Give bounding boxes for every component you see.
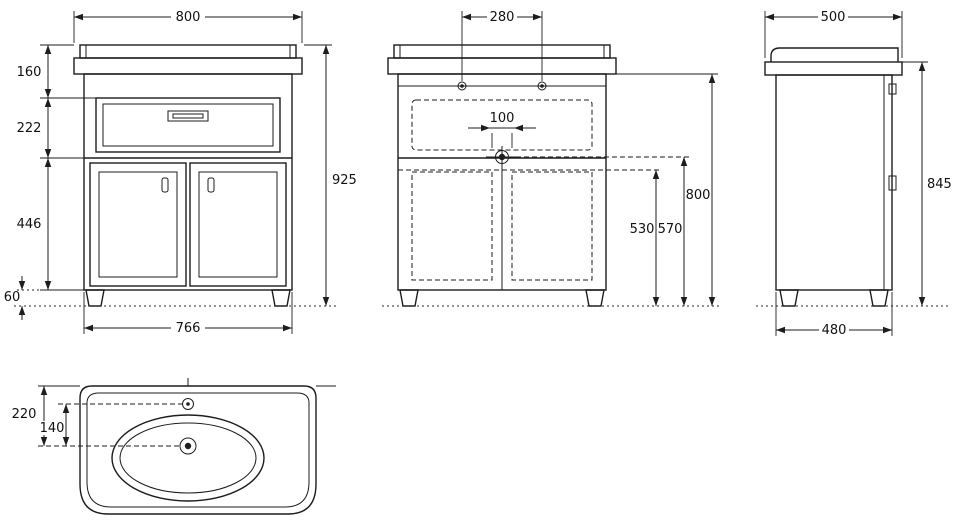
dim-front-basin-height: 160 [17, 65, 42, 80]
dim-plan-bowl-depth: 220 [12, 407, 37, 422]
cutout-countertop [387, 57, 617, 75]
dim-side-height: 845 [927, 177, 952, 192]
side-hinge-top [888, 83, 897, 95]
basin-inner-rim [86, 392, 310, 508]
dim-waste-offset: 100 [490, 111, 515, 126]
basin-bowl-outer [111, 414, 265, 502]
waste-hole-plan [179, 437, 197, 455]
cutout-elevation-view [382, 44, 722, 307]
right-door-handle [207, 177, 215, 193]
right-door-hidden-panel [511, 171, 593, 281]
side-countertop [764, 61, 903, 76]
dim-front-carcass-width: 766 [176, 321, 201, 336]
front-right-door-panel [198, 171, 278, 278]
front-left-door [89, 162, 187, 287]
side-carcass [775, 74, 893, 291]
dim-side-depth-top: 500 [821, 10, 846, 25]
dim-front-door-height: 446 [17, 217, 42, 232]
dim-waste-height: 570 [658, 222, 683, 237]
side-elevation-view [756, 47, 948, 307]
left-door-hidden-panel [411, 171, 493, 281]
drawer-handle-inner [172, 113, 204, 119]
tap-hole-marker-left [450, 81, 474, 91]
dim-plan-tap-depth: 140 [40, 421, 65, 436]
front-dimensions: 800 160 222 446 925 60 766 [4, 9, 357, 336]
plan-dimensions: 220 140 [11, 385, 182, 447]
left-door-handle [161, 177, 169, 193]
cutout-left-foot [399, 289, 419, 307]
dim-worktop-height: 800 [686, 188, 711, 203]
dim-tap-centres: 280 [490, 10, 515, 25]
front-left-foot [85, 289, 105, 307]
front-carcass [83, 73, 293, 291]
front-drawer-panel [102, 103, 274, 147]
front-drawer [95, 97, 281, 153]
basin-plan-view [79, 378, 336, 515]
dim-side-depth-bottom: 480 [822, 323, 847, 338]
front-elevation-view [14, 44, 338, 307]
dim-front-drawer-height: 222 [17, 121, 42, 136]
dim-front-overall-width: 800 [176, 10, 201, 25]
cutout-dimensions: 280 100 530 570 800 [398, 9, 718, 306]
front-splash [79, 44, 297, 59]
dim-front-total-height: 925 [332, 173, 357, 188]
front-right-door [189, 162, 287, 287]
cutout-splash [393, 44, 611, 59]
tap-hole-marker-right [530, 81, 554, 91]
tap-hole-plan [182, 398, 194, 410]
dim-trap-height: 530 [630, 222, 655, 237]
front-countertop [73, 57, 303, 75]
drawer-handle [167, 110, 209, 122]
side-dimensions: 500 845 480 [764, 9, 952, 338]
waste-hole-marker [486, 146, 518, 168]
front-left-door-panel [98, 171, 178, 278]
basin-outer-rim [79, 385, 317, 515]
side-splash [770, 47, 899, 62]
side-back-foot [869, 289, 889, 307]
side-front-foot [779, 289, 799, 307]
cutout-right-foot [585, 289, 605, 307]
basin-bowl-inner [119, 422, 257, 494]
dim-front-plinth-height: 60 [4, 290, 21, 305]
side-hinge-bottom [888, 175, 897, 191]
front-right-foot [271, 289, 291, 307]
